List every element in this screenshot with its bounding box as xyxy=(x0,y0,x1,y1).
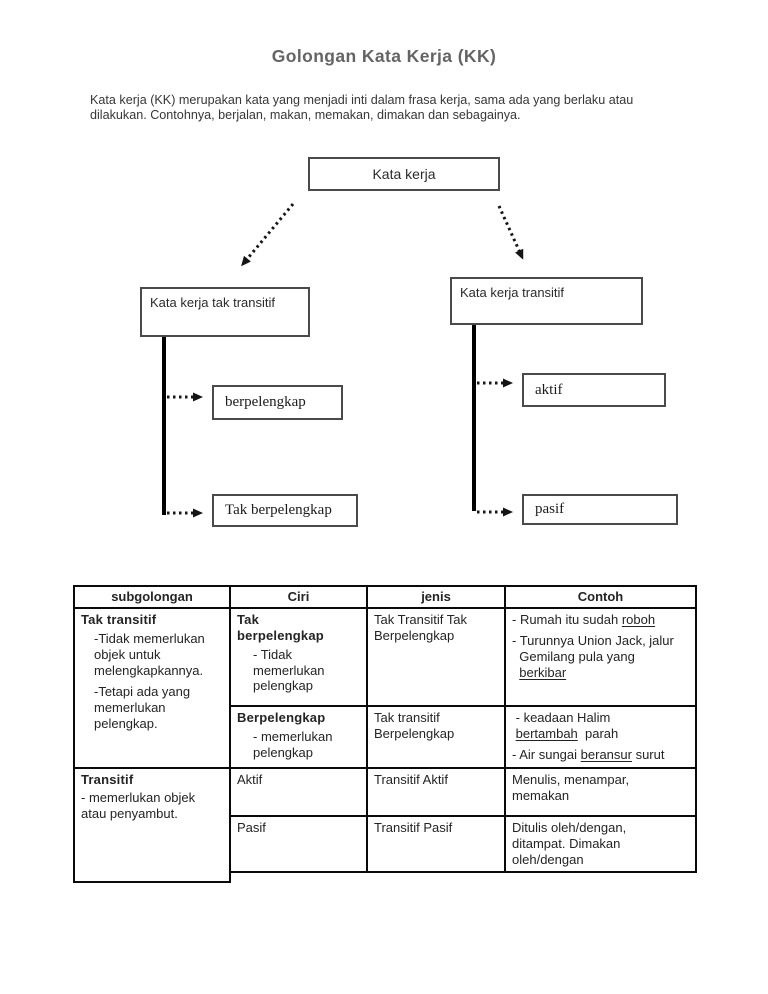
ciri-note: - Tidak memerlukan pelengkap xyxy=(253,646,325,694)
diagram-box-tak-berpelengkap: Tak berpelengkap xyxy=(212,494,358,527)
cell-ciri-tak-berpelengkap: Tak berpelengkap - Tidak memerlukan pele… xyxy=(229,607,368,707)
arrow-root-to-left-branch xyxy=(241,203,295,267)
ghost-cell xyxy=(505,872,696,882)
cell-jenis-tak-transitif-berpelengkap: Tak transitif Berpelengkap xyxy=(366,705,506,769)
header-subgolongan: subgolongan xyxy=(73,585,231,609)
table-row-transitif-aktif: Transitif - memerlukan objek atau penyam… xyxy=(73,767,697,883)
diagram-box-berpelengkap: berpelengkap xyxy=(212,385,343,420)
subgolongan-title: Tak transitif xyxy=(81,612,157,627)
diagram-label-tak-berpelengkap: Tak berpelengkap xyxy=(225,502,332,518)
cell-ciri-berpelengkap: Berpelengkap - memerlukan pelengkap xyxy=(229,705,368,769)
cell-subgolongan-tak-transitif: Tak transitif -Tidak memerlukan objek un… xyxy=(73,607,231,769)
diagram-box-kata-kerja: Kata kerja xyxy=(308,157,500,191)
header-contoh: Contoh xyxy=(504,585,697,609)
ciri-title: Tak berpelengkap xyxy=(237,612,324,643)
diagram-box-aktif: aktif xyxy=(522,373,666,407)
cell-jenis-tak-transitif-tak-berpelengkap: Tak Transitif Tak Berpelengkap xyxy=(366,607,506,707)
cell-subgolongan-transitif: Transitif - memerlukan objek atau penyam… xyxy=(73,767,231,883)
subgolongan-title: Transitif xyxy=(81,772,134,787)
ghost-cell xyxy=(230,872,367,882)
table-row-transitif-pasif: Pasif Transitif Pasif Ditulis oleh/denga… xyxy=(74,815,697,873)
table-row-tak-transitif-tak-berpelengkap: Tak transitif -Tidak memerlukan objek un… xyxy=(73,607,697,769)
diagram-label-pasif: pasif xyxy=(535,501,565,517)
diagram-label-berpelengkap: berpelengkap xyxy=(225,394,306,410)
table-header-row: subgolongan Ciri jenis Contoh xyxy=(73,585,697,609)
classification-table: subgolongan Ciri jenis Contoh Tak transi… xyxy=(73,585,697,883)
arrow-root-to-right-branch xyxy=(497,205,524,260)
subgolongan-points: -Tidak memerlukan objek untuk melengkapk… xyxy=(94,630,205,732)
diagram-box-tak-transitif: Kata kerja tak transitif xyxy=(140,287,310,337)
diagram-box-transitif: Kata kerja transitif xyxy=(450,277,643,325)
table-row-tak-transitif-berpelengkap: Berpelengkap - memerlukan pelengkap Tak … xyxy=(74,705,697,769)
ghost-cell xyxy=(367,872,505,882)
diagram-label-aktif: aktif xyxy=(535,381,563,398)
diagram-connectors xyxy=(162,203,524,518)
diagram-label-left-branch: Kata kerja tak transitif xyxy=(150,295,275,310)
cell-contoh-tak-berpelengkap: - Rumah itu sudah roboh- Turunnya Union … xyxy=(504,607,697,707)
cell-contoh-aktif: Menulis, menampar,memakan xyxy=(504,767,697,817)
cell-ciri-pasif: Pasif xyxy=(229,815,368,873)
diagram-label-right-branch: Kata kerja transitif xyxy=(460,285,565,300)
diagram-box-pasif: pasif xyxy=(522,494,678,525)
intro-paragraph: Kata kerja (KK) merupakan kata yang menj… xyxy=(90,93,634,123)
subgolongan-points: - memerlukan objek atau penyambut. xyxy=(81,789,196,821)
cell-ciri-aktif: Aktif xyxy=(229,767,368,817)
header-jenis: jenis xyxy=(366,585,506,609)
diagram-label-root: Kata kerja xyxy=(372,166,436,182)
ciri-note: - memerlukan pelengkap xyxy=(253,728,333,760)
ciri-title: Berpelengkap xyxy=(237,710,326,725)
cell-jenis-transitif-pasif: Transitif Pasif xyxy=(366,815,506,873)
cell-contoh-berpelengkap: - keadaan Halim bertambah parah- Air sun… xyxy=(504,705,697,769)
cell-jenis-transitif-aktif: Transitif Aktif xyxy=(366,767,506,817)
page-title: Golongan Kata Kerja (KK) xyxy=(271,46,497,66)
header-ciri: Ciri xyxy=(229,585,368,609)
